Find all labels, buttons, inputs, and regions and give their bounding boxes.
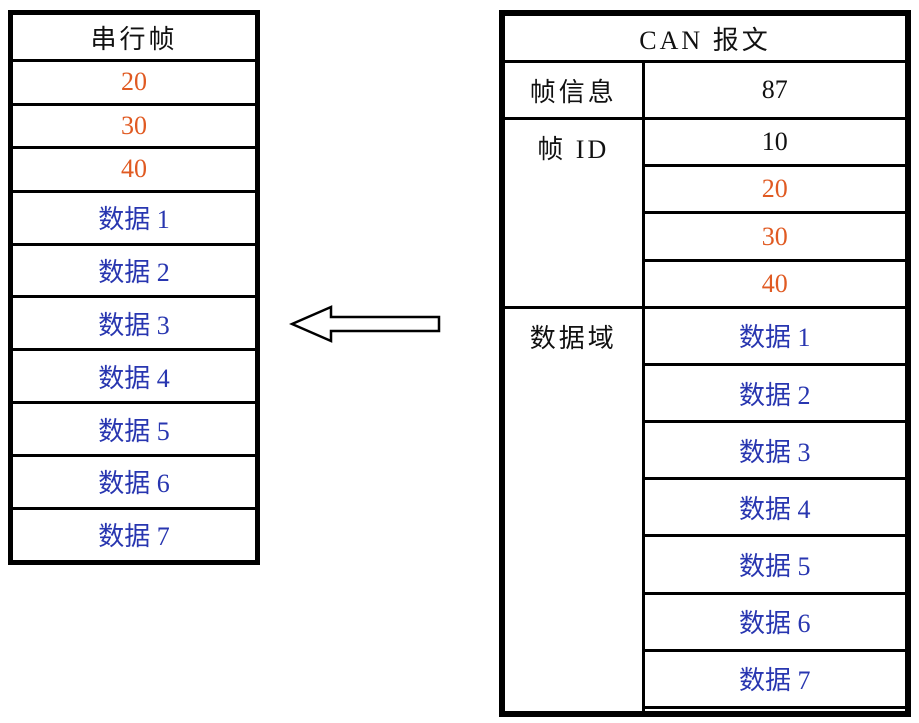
can-value-cell: 20 (641, 164, 910, 215)
can-value-cell: 数据 6 (641, 591, 910, 652)
serial-frame-table: 串行帧 20 30 40 数据 1 数据 2 数据 3 数据 4 (8, 10, 260, 565)
can-value-cell-empty (641, 706, 910, 716)
table-row: 数据 4 (9, 348, 259, 405)
can-message-title: CAN 报文 (500, 11, 910, 63)
table-row: 20 (502, 164, 910, 215)
table-row: 数据 6 (9, 453, 259, 510)
table-row: 30 (502, 211, 910, 262)
can-value-cell: 数据 1 (641, 305, 910, 366)
table-row: 20 (9, 59, 259, 106)
table-row: 帧信息 87 (500, 59, 910, 121)
left-arrow-icon (288, 303, 443, 345)
serial-frame-cell: 数据 1 (9, 189, 259, 246)
can-label-frame-info: 帧信息 (500, 59, 645, 121)
serial-frame-cell: 40 (9, 146, 259, 193)
table-row: 数据 6 (502, 591, 910, 652)
table-row: 数据域 数据 1 (500, 305, 910, 716)
table-row: 30 (9, 102, 259, 150)
can-value-cell: 40 (641, 258, 910, 309)
table-row: 40 (502, 258, 910, 309)
table-row (502, 706, 910, 716)
table-row: 数据 5 (502, 534, 910, 595)
can-value-cell: 数据 7 (641, 648, 910, 710)
table-row: 数据 3 (502, 420, 910, 481)
can-value-cell: 数据 5 (641, 534, 910, 595)
table-row: 数据 2 (9, 242, 259, 299)
can-value-cell: 数据 4 (641, 477, 910, 538)
serial-frame-cell: 数据 5 (9, 401, 259, 457)
can-label-frame-id: 帧 ID (500, 117, 645, 309)
can-value-cell: 30 (641, 211, 910, 262)
can-value-cell: 数据 2 (641, 362, 910, 424)
table-row: CAN 报文 (500, 11, 910, 63)
serial-frame-cell: 20 (9, 59, 259, 106)
table-row: 数据 3 (9, 295, 259, 352)
serial-frame-cell: 数据 7 (9, 506, 259, 565)
serial-frame-cell: 数据 3 (9, 295, 259, 352)
serial-frame-cell: 数据 6 (9, 453, 259, 510)
can-value-cell: 10 (641, 117, 910, 168)
can-message-table: CAN 报文 帧信息 87 帧 ID 10 20 30 40 数据域 数据 1 (499, 10, 911, 717)
table-row: 数据 2 (502, 362, 910, 424)
serial-frame-cell: 30 (9, 102, 259, 150)
table-row: 40 (9, 146, 259, 193)
serial-frame-cell: 数据 2 (9, 242, 259, 299)
table-row: 数据 5 (9, 401, 259, 457)
table-row: 数据 7 (9, 506, 259, 565)
table-row: 数据 4 (502, 477, 910, 538)
can-value-cell: 87 (641, 59, 910, 121)
table-row: 串行帧 (9, 11, 259, 62)
table-row: 数据 7 (502, 648, 910, 710)
serial-frame-cell: 数据 4 (9, 348, 259, 405)
table-row: 数据 1 (9, 189, 259, 246)
can-value-cell: 数据 3 (641, 420, 910, 481)
table-row: 帧 ID 10 (500, 117, 910, 309)
can-label-data-field: 数据域 (500, 305, 645, 716)
serial-frame-title: 串行帧 (9, 11, 259, 62)
